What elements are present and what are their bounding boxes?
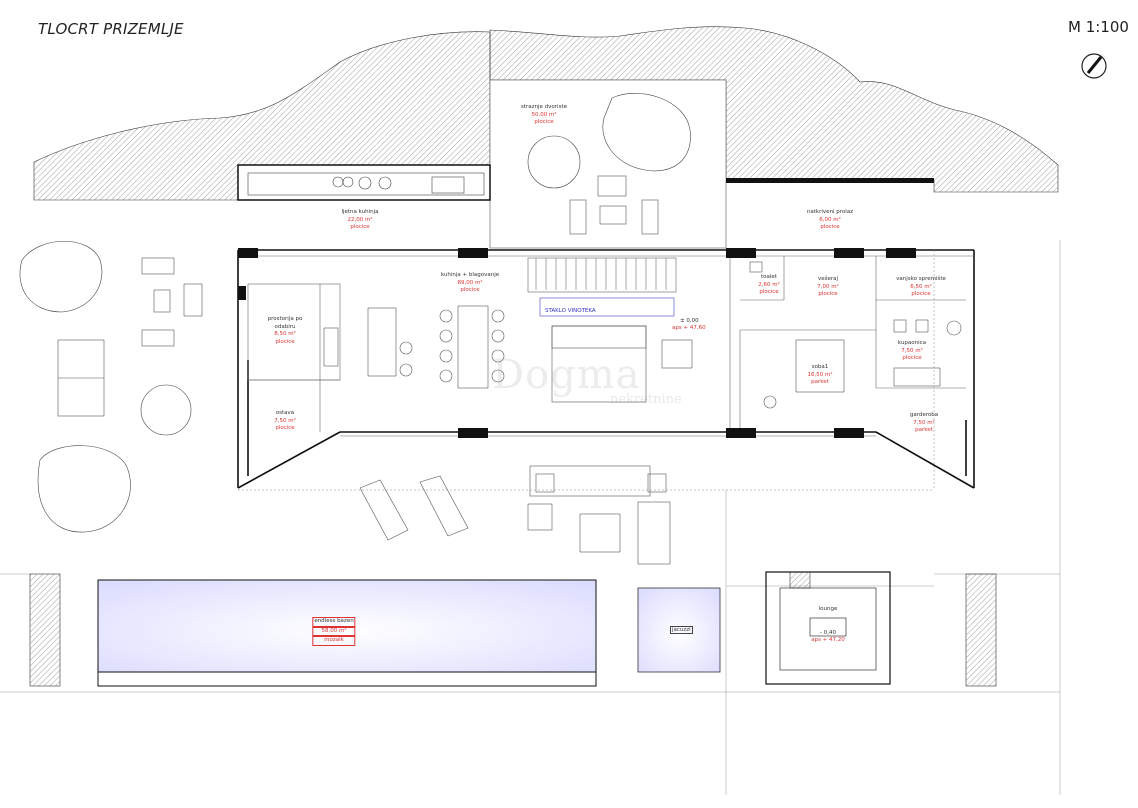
plan-scale: M 1:100: [1068, 18, 1129, 36]
pool-label: endless bazen 58,00 m² mozaik: [312, 617, 356, 646]
jacuzzi: [637, 587, 721, 673]
endless-pool: [29, 573, 997, 687]
jacuzzi-label: jacuzzi: [670, 626, 693, 634]
dining-furniture: [323, 305, 845, 409]
summer-kitchen: [237, 164, 491, 201]
level-abs-label: aps + 47,60: [672, 325, 706, 331]
staircase: [535, 258, 667, 290]
trees: [19, 93, 691, 533]
vinoteka-label: STAKLO VINOTEKA: [545, 308, 596, 314]
lounge-area: [765, 571, 891, 685]
north-arrow-icon: [1081, 53, 1107, 79]
level-label: ± 0,00: [680, 318, 699, 324]
watermark-sub: nekretnine: [610, 392, 682, 407]
plan-title: TLOCRT PRIZEMLJE: [38, 20, 184, 38]
watermark-brand: Dogma: [492, 352, 641, 398]
